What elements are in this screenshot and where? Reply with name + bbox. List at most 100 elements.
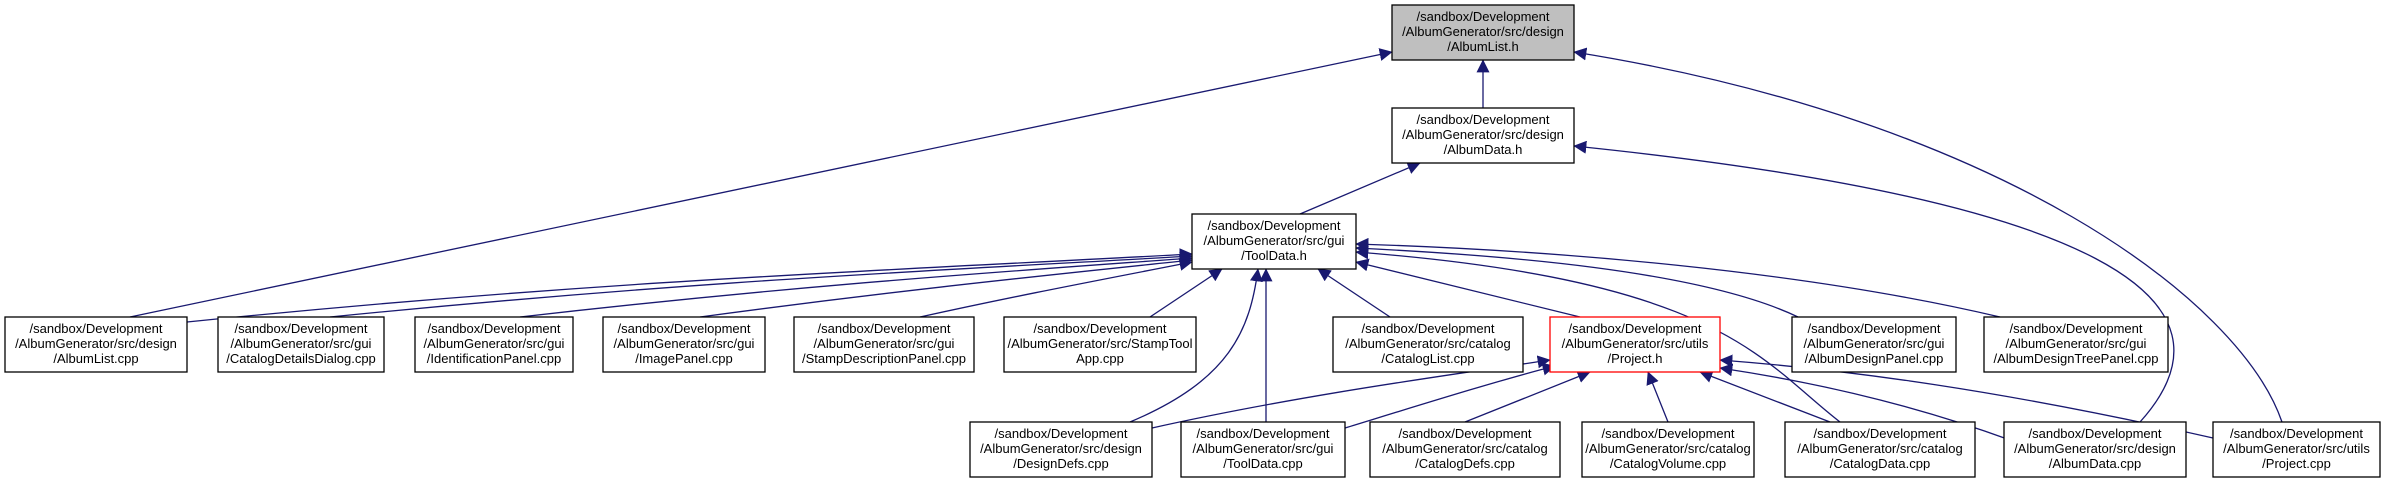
node-label-line: /sandbox/Development	[1417, 9, 1550, 24]
node-box	[793, 316, 975, 373]
node-project-cpp[interactable]: /sandbox/Development/AlbumGenerator/src/…	[2212, 421, 2381, 478]
node-catalogdata-cpp[interactable]: /sandbox/Development/AlbumGenerator/src/…	[1784, 421, 1976, 478]
node-project-h[interactable]: /sandbox/Development/AlbumGenerator/src/…	[1549, 316, 1721, 373]
node-box	[4, 316, 188, 373]
node-designdefs-cpp[interactable]: /sandbox/Development/AlbumGenerator/src/…	[969, 421, 1153, 478]
node-catalogdefs-cpp[interactable]: /sandbox/Development/AlbumGenerator/src/…	[1369, 421, 1561, 478]
node-label-line: /AlbumDesignTreePanel.cpp	[1994, 351, 2159, 366]
node-albumdesigntreepanel-cpp[interactable]: /sandbox/Development/AlbumGenerator/src/…	[1983, 316, 2169, 373]
node-label-line: /AlbumGenerator/src/gui	[1193, 441, 1334, 456]
node-label-line: /AlbumGenerator/src/catalog	[1797, 441, 1962, 456]
node-label-line: /AlbumGenerator/src/gui	[1204, 233, 1345, 248]
edge-cataloglist_cpp-to-tooldata_h	[1317, 268, 1391, 318]
node-albumlist-cpp[interactable]: /sandbox/Development/AlbumGenerator/src/…	[4, 316, 188, 373]
edge-albumlist_cpp-to-tooldata_h	[186, 248, 1193, 323]
edge-project_h-to-tooldata_h	[1355, 258, 1581, 318]
node-label-line: /AlbumDesignPanel.cpp	[1805, 351, 1944, 366]
node-label-line: /sandbox/Development	[2230, 426, 2363, 441]
edge-identificationpanel_cpp-to-tooldata_h	[519, 252, 1193, 318]
node-label-line: /Project.cpp	[2262, 456, 2331, 471]
node-imagepanel-cpp[interactable]: /sandbox/Development/AlbumGenerator/src/…	[602, 316, 766, 373]
node-label-line: /CatalogData.cpp	[1830, 456, 1930, 471]
node-label-line: /AlbumList.cpp	[53, 351, 138, 366]
node-label-line: /sandbox/Development	[1808, 321, 1941, 336]
node-box	[1784, 421, 1976, 478]
edge-catalogdetailsdialog_cpp-to-tooldata_h	[329, 250, 1193, 318]
node-label-line: /AlbumGenerator/src/gui	[2006, 336, 2147, 351]
node-label-line: /sandbox/Development	[1569, 321, 1702, 336]
edge-project_cpp-to-project_h	[1719, 354, 2214, 439]
node-stamptoolapp-cpp[interactable]: /sandbox/Development/AlbumGenerator/src/…	[1003, 316, 1197, 373]
node-albumdata-cpp[interactable]: /sandbox/Development/AlbumGenerator/src/…	[2003, 421, 2187, 478]
node-box	[2212, 421, 2381, 478]
node-label-line: /AlbumGenerator/src/catalog	[1345, 336, 1510, 351]
node-tooldata-h[interactable]: /sandbox/Development/AlbumGenerator/src/…	[1191, 213, 1357, 270]
node-label-line: /sandbox/Development	[1197, 426, 1330, 441]
node-label-line: /AlbumGenerator/src/utils	[1562, 336, 1709, 351]
node-label-line: /CatalogVolume.cpp	[1610, 456, 1726, 471]
node-label-line: /sandbox/Development	[618, 321, 751, 336]
edge-catalogdefs_cpp-to-project_h	[1464, 370, 1591, 423]
node-label-line: /AlbumGenerator/src/gui	[424, 336, 565, 351]
edge-stampdescriptionpanel_cpp-to-tooldata_h	[919, 257, 1193, 318]
node-box	[1391, 4, 1575, 61]
node-label-line: /AlbumGenerator/src/catalog	[1382, 441, 1547, 456]
node-label-line: /AlbumGenerator/src/gui	[814, 336, 955, 351]
edge-albumlist_cpp-to-albumlist_h	[129, 48, 1393, 318]
node-albumlist-h[interactable]: /sandbox/Development/AlbumGenerator/src/…	[1391, 4, 1575, 61]
node-albumdata-h[interactable]: /sandbox/Development/AlbumGenerator/src/…	[1391, 107, 1575, 164]
edge-designdefs_cpp-to-tooldata_h	[1129, 268, 1263, 423]
node-label-line: /DesignDefs.cpp	[1013, 456, 1108, 471]
node-label-line: /Project.h	[1608, 351, 1663, 366]
node-box	[2003, 421, 2187, 478]
edge-albumdata_cpp-to-albumdata_h	[1573, 140, 2175, 423]
node-label-line: /IdentificationPanel.cpp	[427, 351, 561, 366]
node-label-line: /sandbox/Development	[1362, 321, 1495, 336]
node-label-line: /AlbumGenerator/src/StampTool	[1008, 336, 1193, 351]
edge-tooldata_cpp-to-project_h	[1344, 362, 1556, 429]
node-label-line: /sandbox/Development	[1417, 112, 1550, 127]
node-catalogdetailsdialog-cpp[interactable]: /sandbox/Development/AlbumGenerator/src/…	[217, 316, 385, 373]
node-label-line: /CatalogDefs.cpp	[1415, 456, 1515, 471]
node-box	[602, 316, 766, 373]
node-label-line: /AlbumGenerator/src/utils	[2223, 441, 2370, 456]
node-label-line: /sandbox/Development	[428, 321, 561, 336]
node-label-line: /AlbumGenerator/src/design	[15, 336, 177, 351]
node-box	[1549, 316, 1721, 373]
node-label-line: /ToolData.cpp	[1223, 456, 1303, 471]
node-stampdescriptionpanel-cpp[interactable]: /sandbox/Development/AlbumGenerator/src/…	[793, 316, 975, 373]
edge-albumdesignpanel_cpp-to-tooldata_h	[1355, 242, 1799, 318]
node-tooldata-cpp[interactable]: /sandbox/Development/AlbumGenerator/src/…	[1180, 421, 1346, 478]
node-box	[217, 316, 385, 373]
node-label-line: /sandbox/Development	[2029, 426, 2162, 441]
node-label-line: /CatalogDetailsDialog.cpp	[226, 351, 376, 366]
node-box	[1391, 107, 1575, 164]
node-box	[1581, 421, 1755, 478]
edge-stamptoolapp_cpp-to-tooldata_h	[1149, 268, 1223, 318]
node-box	[1791, 316, 1957, 373]
nodes-layer: /sandbox/Development/AlbumGenerator/src/…	[4, 4, 2381, 478]
node-box	[1003, 316, 1197, 373]
node-catalogvolume-cpp[interactable]: /sandbox/Development/AlbumGenerator/src/…	[1581, 421, 1755, 478]
node-label-line: /AlbumGenerator/src/gui	[614, 336, 755, 351]
node-box	[969, 421, 1153, 478]
node-label-line: /AlbumGenerator/src/design	[1402, 24, 1564, 39]
node-label-line: /AlbumList.h	[1447, 39, 1519, 54]
node-label-line: /AlbumData.cpp	[2049, 456, 2142, 471]
node-label-line: /sandbox/Development	[1399, 426, 1532, 441]
node-cataloglist-cpp[interactable]: /sandbox/Development/AlbumGenerator/src/…	[1332, 316, 1524, 373]
node-label-line: /AlbumGenerator/src/design	[980, 441, 1142, 456]
node-label-line: /AlbumGenerator/src/gui	[1804, 336, 1945, 351]
node-label-line: /AlbumGenerator/src/design	[1402, 127, 1564, 142]
node-label-line: /sandbox/Development	[235, 321, 368, 336]
node-label-line: App.cpp	[1076, 351, 1124, 366]
node-label-line: /ImagePanel.cpp	[635, 351, 733, 366]
node-box	[1983, 316, 2169, 373]
node-box	[1191, 213, 1357, 270]
node-albumdesignpanel-cpp[interactable]: /sandbox/Development/AlbumGenerator/src/…	[1791, 316, 1957, 373]
node-label-line: /CatalogList.cpp	[1381, 351, 1474, 366]
node-identificationpanel-cpp[interactable]: /sandbox/Development/AlbumGenerator/src/…	[414, 316, 574, 373]
edge-tooldata_h-to-albumdata_h	[1299, 161, 1421, 215]
node-label-line: /sandbox/Development	[995, 426, 1128, 441]
edge-project_cpp-to-albumlist_h	[1573, 47, 2283, 423]
